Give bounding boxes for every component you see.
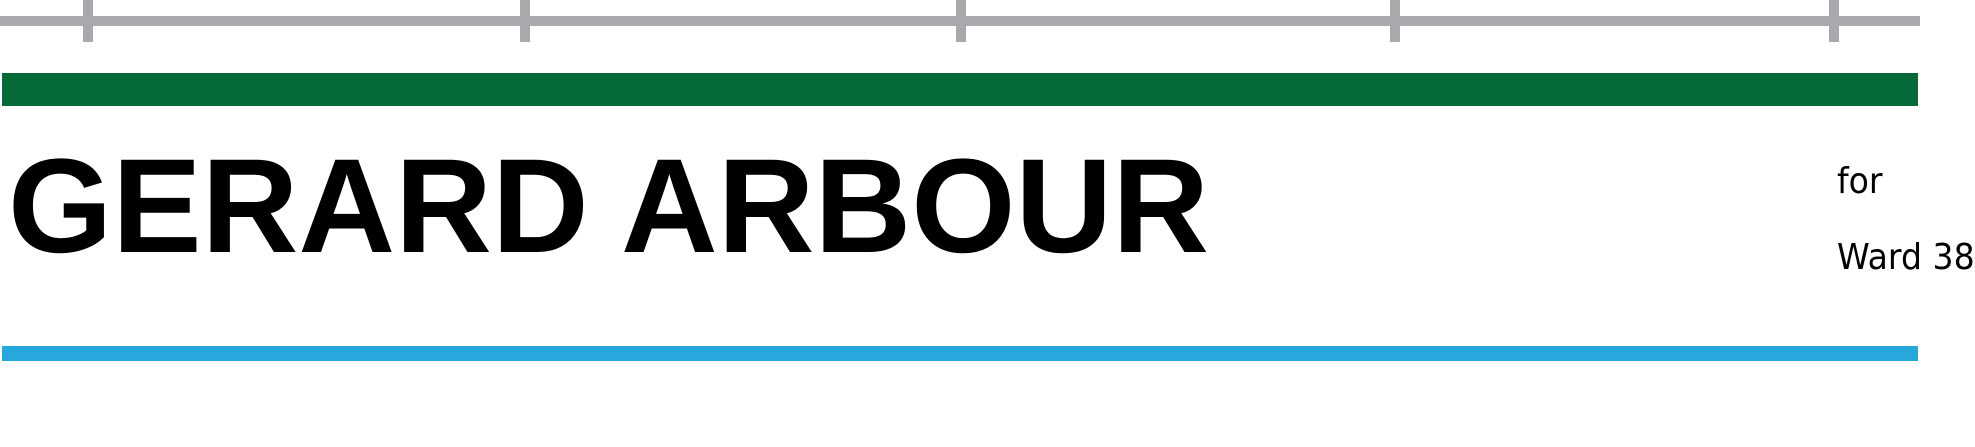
rail-tick-mark	[1390, 0, 1400, 42]
ward-label: Ward 38	[1837, 237, 1975, 278]
rail-tick-mark	[1829, 0, 1839, 42]
rail-tick-mark	[956, 0, 966, 42]
candidate-name: GERARD ARBOUR	[8, 132, 1210, 281]
for-label: for	[1837, 161, 1883, 202]
green-stripe	[2, 73, 1918, 106]
rail-tick-mark	[83, 0, 93, 42]
rail-tick-mark	[520, 0, 530, 42]
blue-stripe	[2, 346, 1918, 361]
